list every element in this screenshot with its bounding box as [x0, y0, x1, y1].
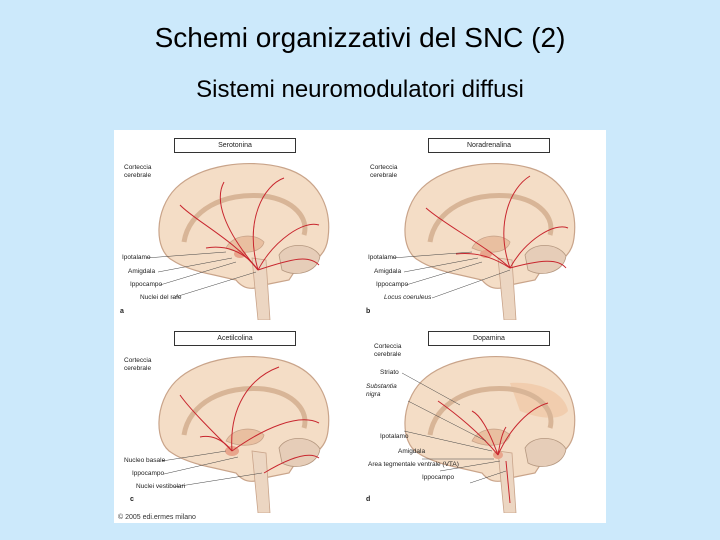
label-ippocampo-a: Ippocampo: [130, 281, 163, 288]
copyright-text: © 2005 edi.ermes milano: [118, 514, 196, 521]
label-amigdala-d: Amigdala: [398, 448, 426, 455]
label-nuclei-rafe: Nuclei del rafe: [140, 294, 182, 301]
panel-letter-c: c: [130, 496, 134, 503]
brain-diagram-c: [158, 355, 330, 513]
panel-letter-b: b: [366, 308, 371, 315]
neuromodulator-figure: Serotonina Corteccia cerebrale Ipotalamo…: [114, 130, 606, 523]
brain-diagram-a: [145, 162, 330, 320]
panel-letter-a: a: [120, 308, 124, 315]
label-ipotalamo-d: Ipotalamo: [380, 433, 409, 440]
label-ipotalamo-a: Ipotalamo: [122, 254, 151, 261]
label-corteccia-a: Corteccia cerebrale: [124, 164, 152, 179]
panel-title-acetylcholine: Acetilcolina: [174, 331, 296, 346]
label-locus-coeruleus: Locus coeruleus: [384, 294, 432, 301]
panel-title-serotonin: Serotonina: [174, 138, 296, 153]
brain-diagram-d: [401, 355, 576, 513]
label-corteccia-c: Corteccia cerebrale: [124, 357, 152, 372]
label-corteccia-d: Corteccia cerebrale: [374, 343, 402, 358]
label-vta: Area tegmentale ventrale (VTA): [368, 461, 459, 468]
label-nuclei-vestibolari: Nuclei vestibolari: [136, 483, 186, 490]
label-ipotalamo-b: Ipotalamo: [368, 254, 397, 261]
brain-diagram-b: [391, 162, 576, 320]
label-ippocampo-c: Ippocampo: [132, 470, 165, 477]
panel-title-noradrenaline: Noradrenalina: [428, 138, 550, 153]
label-ippocampo-d: Ippocampo: [422, 474, 455, 481]
label-striato: Striato: [380, 369, 399, 376]
panel-serotonin: Serotonina Corteccia cerebrale Ipotalamo…: [114, 130, 360, 320]
label-amigdala-a: Amigdala: [128, 268, 156, 275]
panel-title-dopamine: Dopamina: [428, 331, 550, 346]
page-title: Schemi organizzativi del SNC (2): [154, 22, 566, 53]
panel-noradrenaline: Noradrenalina Corteccia cerebrale Ipotal…: [360, 130, 606, 320]
page-subtitle: Sistemi neuromodulatori diffusi: [196, 76, 524, 103]
label-ippocampo-b: Ippocampo: [376, 281, 409, 288]
label-substantia-nigra: Substantia nigra: [366, 383, 397, 398]
label-amigdala-b: Amigdala: [374, 268, 402, 275]
label-corteccia-b: Corteccia cerebrale: [370, 164, 398, 179]
label-nucleo-basale: Nucleo basale: [124, 457, 166, 464]
panel-dopamine: Dopamina Corteccia cerebrale Striato Sub…: [360, 323, 606, 513]
panel-letter-d: d: [366, 496, 371, 503]
panel-acetylcholine: Acetilcolina Corteccia cerebrale Nucleo …: [114, 323, 360, 513]
